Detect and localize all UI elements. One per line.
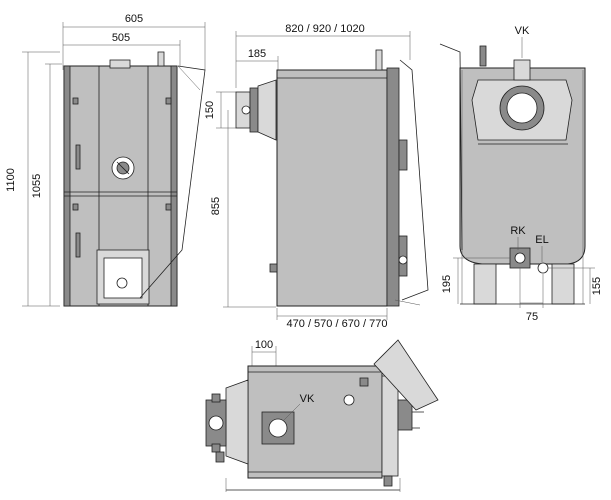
top-door-edge xyxy=(381,375,399,477)
dim-flue-height: 855 xyxy=(210,197,222,215)
dim-body-height: 1055 xyxy=(31,174,43,198)
rear-flue-opening xyxy=(506,92,538,124)
dim-total-height: 1100 xyxy=(5,168,17,192)
upper-door-handle xyxy=(75,144,81,170)
drain-connection xyxy=(537,262,549,274)
dim-flue-diameter: 150 xyxy=(204,101,216,119)
dim-body-width: 505 xyxy=(112,32,130,44)
lower-door-handle xyxy=(75,232,81,258)
dim-return-height: 195 xyxy=(441,275,453,293)
dim-connection-spacing: 75 xyxy=(526,311,538,323)
dim-flue-projection: 185 xyxy=(248,48,266,60)
top-flue-duct xyxy=(225,379,249,465)
side-view: 820 / 920 / 1020 185 150 855 470 / 570 /… xyxy=(204,23,429,330)
label-return: RK xyxy=(510,225,526,237)
dim-depth: 820 / 920 / 1020 xyxy=(285,23,365,35)
dim-drain-height: 155 xyxy=(591,277,603,295)
dim-total-width: 605 xyxy=(125,13,143,25)
side-casing xyxy=(276,69,388,307)
label-top-flue: VK xyxy=(300,393,315,405)
front-view: 605 505 1100 1055 xyxy=(5,13,206,307)
label-rear-flue: VK xyxy=(515,25,530,37)
dim-flue-offset: 100 xyxy=(255,339,273,351)
rear-view: VK RK EL 195 155 75 xyxy=(439,25,603,323)
top-view: 100 VK xyxy=(205,339,439,492)
label-drain: EL xyxy=(535,234,548,246)
top-lid xyxy=(373,339,439,411)
dim-body-depth: 470 / 570 / 670 / 770 xyxy=(287,318,388,330)
